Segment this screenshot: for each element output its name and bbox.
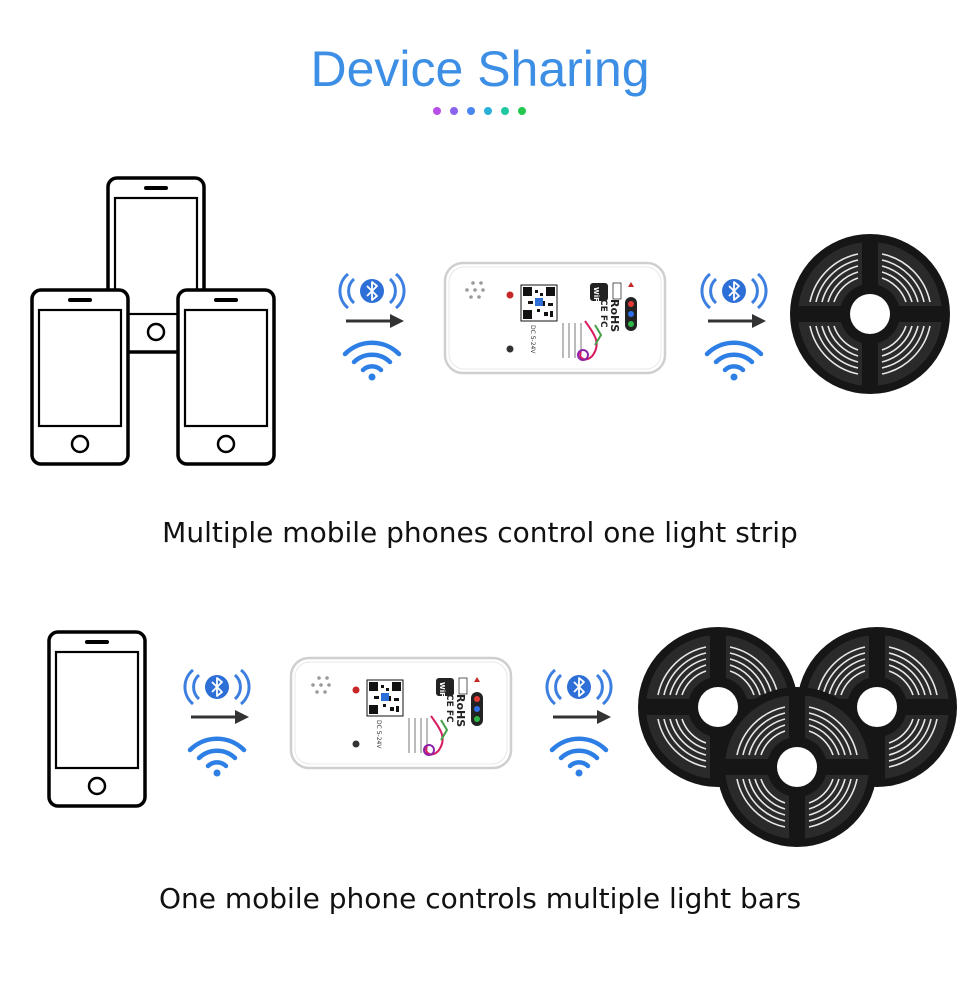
arrow-right-icon — [344, 312, 406, 330]
color-dot — [484, 107, 492, 115]
color-dot — [450, 107, 458, 115]
smartphone-icon — [47, 630, 147, 808]
wifi-icon — [552, 739, 606, 777]
smartphone-icon — [176, 288, 276, 466]
wifi-icon — [707, 343, 761, 381]
ce-fc-label: CE FC — [444, 694, 454, 723]
bluetooth-icon — [700, 272, 768, 310]
led-strip-reel-icon — [716, 686, 878, 848]
arrow-right-icon — [706, 312, 768, 330]
color-dot — [501, 107, 509, 115]
page-title: Device Sharing — [310, 41, 650, 97]
color-dot — [467, 107, 475, 115]
bluetooth-icon — [183, 668, 251, 706]
color-dot — [518, 107, 526, 115]
wifi-controller-box: RoHS CE FC DC 5-24V WiFi — [443, 261, 667, 375]
color-dots-divider — [433, 107, 526, 115]
wifi-icon — [345, 343, 399, 381]
arrow-right-icon — [189, 708, 251, 726]
section-2-diagram: RoHS CE FC DC 5-24V WiFi — [47, 626, 958, 848]
led-strip-reel-icon — [789, 233, 951, 395]
wifi-badge: WiFi — [592, 287, 600, 304]
rohs-label: RoHS — [608, 299, 621, 332]
bluetooth-icon — [545, 668, 613, 706]
smartphone-icon — [30, 288, 130, 466]
section-1-caption: Multiple mobile phones control one light… — [162, 516, 798, 549]
voltage-label: DC 5-24V — [529, 325, 536, 354]
section-2-caption: One mobile phone controls multiple light… — [158, 882, 802, 915]
arrow-right-icon — [551, 708, 613, 726]
wifi-icon — [190, 739, 244, 777]
rohs-label: RoHS — [454, 694, 467, 727]
bluetooth-icon — [338, 272, 406, 310]
wifi-badge: WiFi — [438, 682, 446, 699]
section-1-diagram: RoHS CE FC DC 5-24V WiFi — [30, 176, 951, 466]
ce-fc-label: CE FC — [598, 299, 608, 328]
color-dot — [433, 107, 441, 115]
wifi-controller-box: RoHS CE FC DC 5-24V WiFi — [289, 656, 513, 770]
voltage-label: DC 5-24V — [375, 720, 382, 749]
